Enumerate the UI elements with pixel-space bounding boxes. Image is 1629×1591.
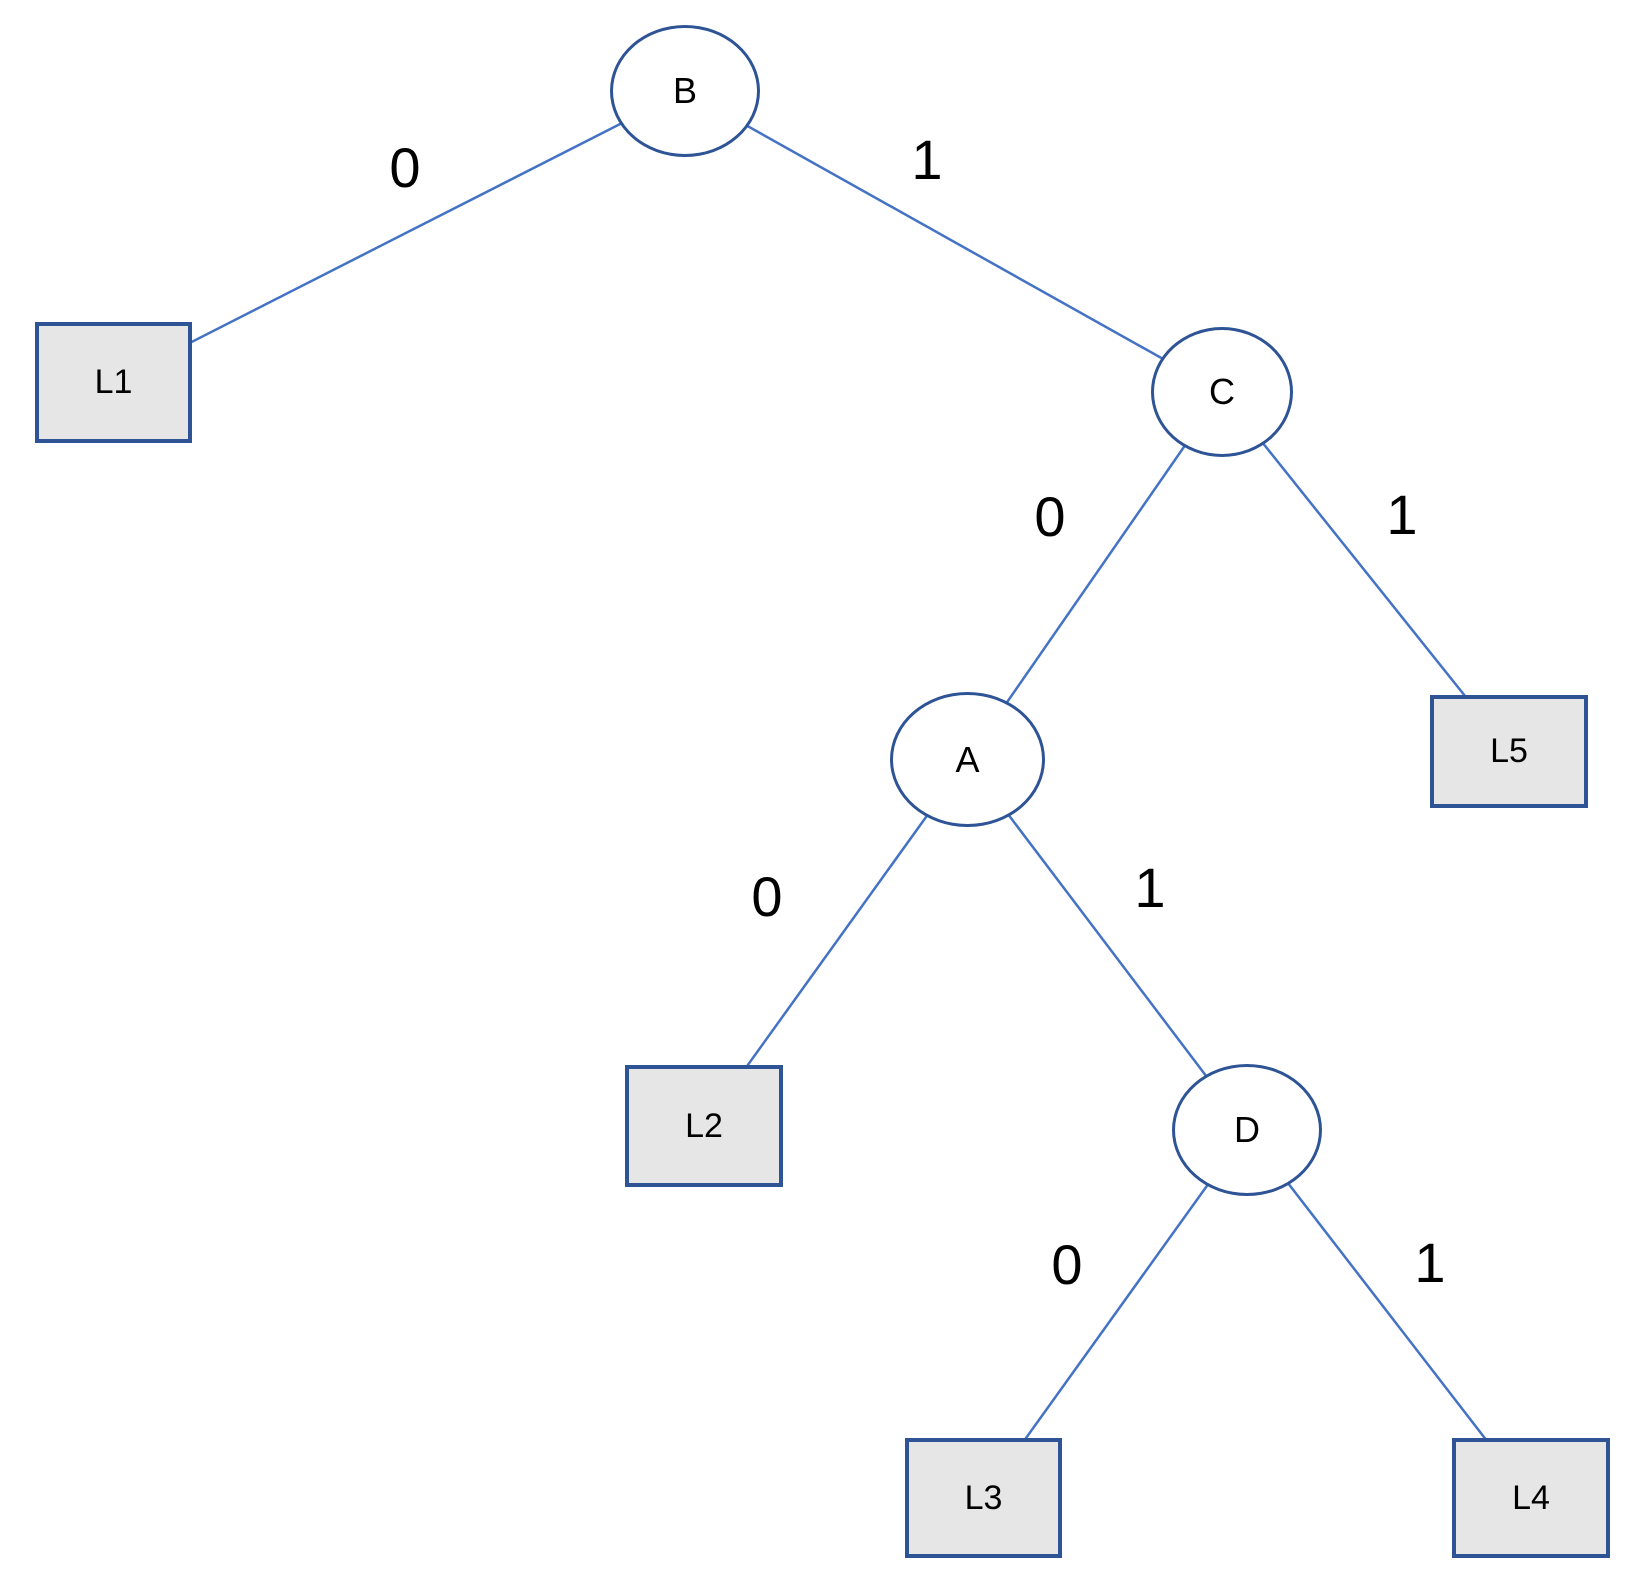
tree-node-c-label: C	[1209, 371, 1235, 412]
tree-leaf-l4: L4	[1452, 1438, 1610, 1558]
edge-label-b-c: 1	[911, 128, 943, 191]
edge-label-d-l3: 0	[1051, 1233, 1083, 1296]
edge-c-l5	[1221, 391, 1510, 752]
tree-node-d: D	[1172, 1064, 1322, 1196]
edge-b-c	[684, 89, 1223, 394]
edge-label-b-l1: 0	[389, 136, 421, 199]
edge-label-a-d: 1	[1134, 856, 1166, 919]
edge-d-l3	[981, 1129, 1249, 1499]
tree-node-a: A	[890, 692, 1045, 827]
edge-c-a	[965, 391, 1224, 761]
tree-leaf-l5: L5	[1430, 695, 1588, 808]
tree-leaf-l1-label: L1	[94, 363, 133, 401]
edge-label-a-l2: 0	[751, 865, 783, 928]
edge-d-l4	[1246, 1129, 1532, 1499]
tree-leaf-l2-label: L2	[685, 1106, 723, 1145]
edge-a-d	[966, 759, 1248, 1131]
tree-node-b: B	[610, 25, 760, 157]
tree-leaf-l4-label: L4	[1512, 1478, 1550, 1517]
tree-node-b-label: B	[672, 70, 697, 111]
tree-leaf-l1: L1	[35, 322, 192, 443]
tree-leaf-l3-label: L3	[964, 1478, 1003, 1517]
tree-leaf-l3: L3	[905, 1438, 1062, 1558]
tree-leaf-l2: L2	[625, 1065, 783, 1187]
tree-node-d-label: D	[1234, 1109, 1260, 1150]
edge-label-d-l4: 1	[1414, 1231, 1446, 1294]
edge-b-l1	[112, 89, 686, 384]
tree-node-c: C	[1151, 327, 1293, 457]
edge-label-c-l5: 1	[1386, 483, 1418, 546]
tree-leaf-l5-label: L5	[1490, 732, 1528, 770]
tree-node-a-label: A	[955, 738, 980, 780]
edge-label-c-a: 0	[1034, 485, 1066, 548]
